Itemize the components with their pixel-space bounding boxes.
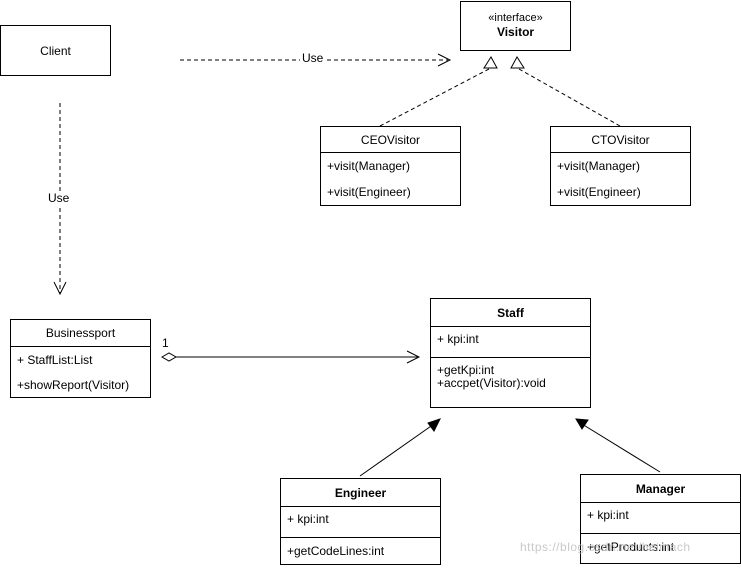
client-visitor-use-label: Use	[300, 51, 326, 65]
visitor-interface-node[interactable]: «interface» Visitor	[460, 1, 571, 51]
client-node[interactable]: Client	[0, 25, 111, 76]
aggregation-diamond	[160, 352, 178, 362]
aggregation-multiplicity-label: 1	[162, 336, 169, 350]
manager-class[interactable]: Manager + kpi:int +getProducts:int	[580, 474, 741, 564]
engineer-field: + kpi:int	[287, 512, 329, 526]
ceo-visitor-class[interactable]: CEOVisitor +visit(Manager) +visit(Engine…	[320, 126, 461, 206]
staff-field: + kpi:int	[437, 332, 479, 346]
aggregation-arrowhead	[406, 350, 421, 364]
engineer-method: +getCodeLines:int	[287, 544, 385, 558]
client-to-visitor-arrowhead	[437, 53, 452, 67]
cto-realization-line	[518, 68, 621, 127]
cto-visitor-name: CTOVisitor	[551, 127, 690, 153]
engineer-to-staff-arrowhead	[427, 418, 441, 432]
staff-method: +accpet(Visitor):void	[437, 376, 546, 390]
manager-method: +getProducts:int	[587, 540, 675, 554]
staff-class[interactable]: Staff + kpi:int +getKpi:int +accpet(Visi…	[430, 298, 591, 408]
businessport-class[interactable]: Businessport + StaffList:List +showRepor…	[10, 319, 151, 398]
manager-field: + kpi:int	[587, 508, 629, 522]
ceo-visitor-method: +visit(Engineer)	[327, 185, 411, 199]
ceo-realization-triangle	[483, 56, 498, 69]
staff-name: Staff	[431, 299, 590, 327]
visitor-stereotype: «interface»	[488, 12, 543, 24]
engineer-to-staff-line	[359, 423, 435, 477]
cto-visitor-method: +visit(Engineer)	[557, 185, 641, 199]
ceo-realization-line	[379, 68, 490, 127]
staff-method: +getKpi:int	[437, 363, 495, 377]
ceo-visitor-method: +visit(Manager)	[327, 159, 411, 173]
businessport-name: Businessport	[11, 320, 150, 347]
watermark-text: https://blog.csdn.net/heimach	[520, 540, 691, 554]
engineer-class[interactable]: Engineer + kpi:int +getCodeLines:int	[280, 478, 441, 565]
manager-to-staff-line	[581, 423, 661, 473]
manager-to-staff-arrowhead	[575, 418, 589, 430]
client-to-businessport-arrowhead	[53, 281, 67, 296]
ceo-visitor-name: CEOVisitor	[321, 127, 460, 153]
engineer-name: Engineer	[281, 479, 440, 507]
visitor-name: Visitor	[496, 25, 535, 39]
businessport-method: +showReport(Visitor)	[17, 378, 130, 392]
client-name: Client	[40, 43, 71, 58]
manager-name: Manager	[581, 475, 740, 503]
cto-realization-triangle	[510, 56, 525, 69]
cto-visitor-class[interactable]: CTOVisitor +visit(Manager) +visit(Engine…	[550, 126, 691, 206]
cto-visitor-method: +visit(Manager)	[557, 159, 641, 173]
businessport-field: + StaffList:List	[17, 353, 93, 367]
client-businessport-use-label: Use	[46, 191, 72, 205]
